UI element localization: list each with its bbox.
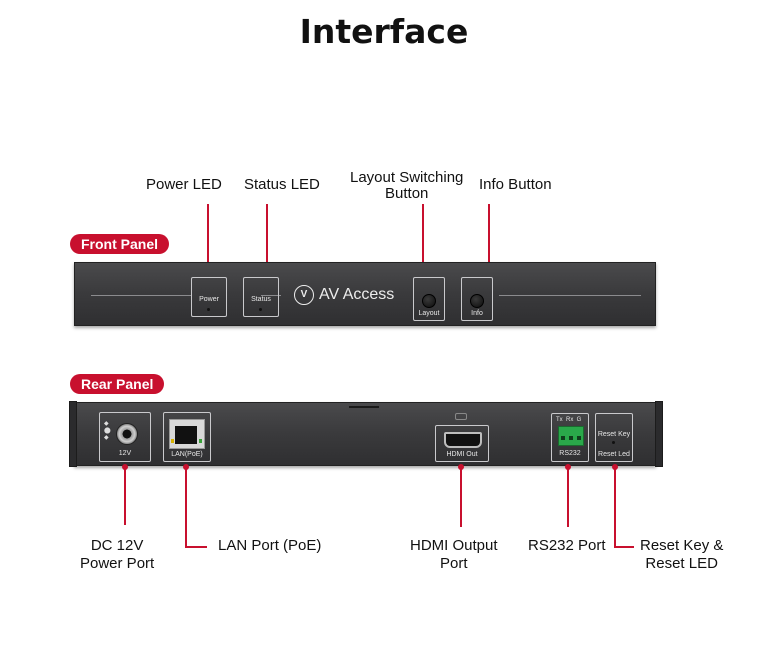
lan-label: LAN(PoE): [171, 451, 203, 458]
rs232-port[interactable]: [558, 426, 584, 446]
hdmi-port[interactable]: [444, 432, 482, 448]
hdmi-output-callout-line2: Port: [440, 555, 468, 572]
rs232-pin-labels: Tx Rx G: [556, 417, 582, 423]
status-led-box: Status: [243, 277, 279, 317]
dc-power-port[interactable]: [116, 423, 138, 445]
layout-button[interactable]: [422, 294, 436, 308]
hdmi-port-box: HDMI Out: [435, 425, 489, 462]
reset-key[interactable]: [612, 441, 615, 444]
power-led-leader: [207, 204, 209, 288]
rs232-leader: [567, 467, 569, 527]
dc-power-callout-line2: Power Port: [80, 555, 155, 572]
front-panel-line-right: [499, 295, 641, 296]
reset-callout-line2: Reset LED: [645, 555, 718, 572]
lan-led-right: [199, 439, 202, 443]
rs232-pin-1: [561, 436, 565, 440]
info-button[interactable]: [470, 294, 484, 308]
dc-power-callout-line1: DC 12V: [90, 537, 144, 554]
rear-panel-device: ◆⬤◆ 12V LAN(PoE) HDMI Out Tx Rx G RS232 …: [69, 401, 663, 467]
rs232-port-callout-text: RS232 Port: [528, 537, 606, 554]
rs232-port-callout: RS232 Port: [528, 538, 606, 554]
info-button-callout: Info Button: [479, 177, 552, 193]
info-button-callout-text: Info Button: [479, 176, 552, 193]
dc-power-callout: DC 12V Power Port: [80, 538, 154, 572]
lan-port-box: LAN(PoE): [163, 412, 211, 462]
hdmi-label: HDMI Out: [446, 451, 478, 458]
reset-callout: Reset Key & Reset LED: [640, 538, 723, 572]
av-access-logo-text: AV Access: [319, 286, 395, 303]
front-panel-tag: Front Panel: [70, 234, 170, 254]
lan-leader-horizontal: [185, 546, 207, 548]
front-panel-line-left: [91, 295, 191, 296]
front-panel-line-mid: [261, 295, 281, 296]
status-led-callout: Status LED: [244, 177, 320, 193]
lan-port[interactable]: [169, 419, 205, 449]
rs232-pin-2: [569, 436, 573, 440]
lan-leader-vertical: [185, 467, 187, 547]
reset-led-label: Reset Led: [598, 451, 630, 458]
reset-leader-horizontal: [614, 546, 634, 548]
rs232-box: Tx Rx G RS232: [551, 413, 589, 462]
power-led-callout: Power LED: [146, 177, 222, 193]
lan-socket: [175, 426, 197, 444]
page-title: Interface: [299, 12, 469, 51]
power-led-callout-text: Power LED: [146, 176, 222, 193]
layout-label: Layout: [418, 310, 440, 317]
status-led-callout-text: Status LED: [244, 176, 320, 193]
dc-label: 12V: [118, 450, 132, 457]
status-led: [259, 308, 262, 311]
front-panel-device: Power Status V AV Access Layout Info: [74, 262, 656, 326]
layout-button-callout: Layout Switching Button: [350, 170, 463, 202]
status-led-leader: [266, 204, 268, 288]
info-button-box: Info: [461, 277, 493, 321]
hdmi-output-callout-line1: HDMI Output: [410, 537, 498, 554]
rs232-pin-3: [577, 436, 581, 440]
power-led: [207, 308, 210, 311]
status-label: Status: [251, 296, 271, 303]
rear-panel-right-cap: [655, 401, 663, 467]
rear-panel-tag: Rear Panel: [70, 374, 165, 394]
reset-leader-vertical: [614, 467, 616, 547]
layout-button-callout-line2: Button: [385, 185, 429, 202]
dc-leader: [124, 467, 126, 525]
lan-port-callout-text: LAN Port (PoE): [218, 537, 322, 554]
dc-polarity-icon: ◆⬤◆: [104, 421, 111, 441]
hdmi-output-callout: HDMI Output Port: [410, 538, 498, 572]
dc-power-box: ◆⬤◆ 12V: [99, 412, 151, 462]
layout-button-box: Layout: [413, 277, 445, 321]
rs232-label: RS232: [559, 450, 581, 457]
reset-box: Reset Key Reset Led: [595, 413, 633, 462]
hdmi-leader: [460, 467, 462, 527]
reset-key-label: Reset Key: [597, 431, 631, 438]
info-button-leader: [488, 204, 490, 288]
rear-panel-left-cap: [69, 401, 77, 467]
hdmi-icon: [455, 413, 467, 420]
reset-callout-line1: Reset Key &: [640, 537, 724, 554]
av-access-logo-icon: V: [294, 285, 314, 305]
layout-button-leader: [422, 204, 424, 288]
lan-led-left: [171, 439, 174, 443]
lan-port-callout: LAN Port (PoE): [218, 538, 321, 554]
power-led-box: Power: [191, 277, 227, 317]
layout-button-callout-line1: Layout Switching: [350, 169, 464, 186]
rear-panel-slot: [349, 406, 379, 408]
power-label: Power: [199, 296, 219, 303]
info-label: Info: [471, 310, 483, 317]
